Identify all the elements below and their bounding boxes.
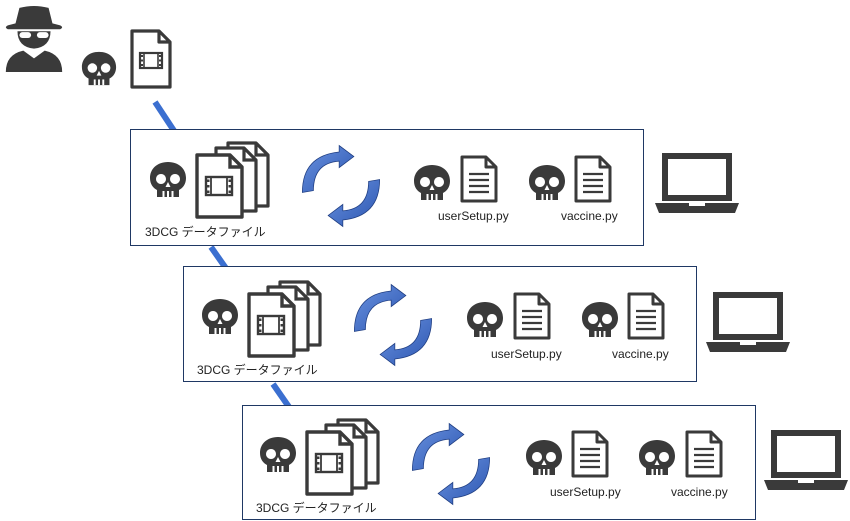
document-icon — [570, 429, 610, 479]
file-stack-icon — [304, 417, 384, 497]
skull-icon — [465, 300, 505, 340]
laptop-icon — [655, 153, 739, 217]
data-file-label: 3DCG データファイル — [145, 225, 266, 239]
document-icon — [573, 154, 613, 204]
file-stack-icon — [194, 140, 274, 220]
script-label: userSetup.py — [491, 347, 562, 361]
skull-icon — [527, 163, 567, 203]
cycle-arrows-icon — [405, 418, 497, 510]
skull-icon — [148, 160, 188, 200]
cycle-arrows-icon — [347, 279, 439, 371]
script-label: vaccine.py — [612, 347, 669, 361]
data-file-label: 3DCG データファイル — [256, 501, 377, 515]
data-file-label: 3DCG データファイル — [197, 363, 318, 377]
skull-icon — [637, 438, 677, 478]
document-icon — [459, 154, 499, 204]
skull-icon — [524, 438, 564, 478]
document-icon — [626, 291, 666, 341]
skull-icon — [258, 435, 298, 475]
document-icon — [512, 291, 552, 341]
laptop-icon — [764, 430, 848, 494]
skull-icon — [200, 297, 240, 337]
script-label: vaccine.py — [561, 209, 618, 223]
skull-icon — [580, 300, 620, 340]
laptop-icon — [706, 292, 790, 356]
skull-icon — [412, 163, 452, 203]
file-stack-icon — [246, 279, 326, 359]
script-label: userSetup.py — [550, 485, 621, 499]
cycle-arrows-icon — [295, 140, 387, 232]
script-label: vaccine.py — [671, 485, 728, 499]
script-label: userSetup.py — [438, 209, 509, 223]
document-icon — [684, 429, 724, 479]
